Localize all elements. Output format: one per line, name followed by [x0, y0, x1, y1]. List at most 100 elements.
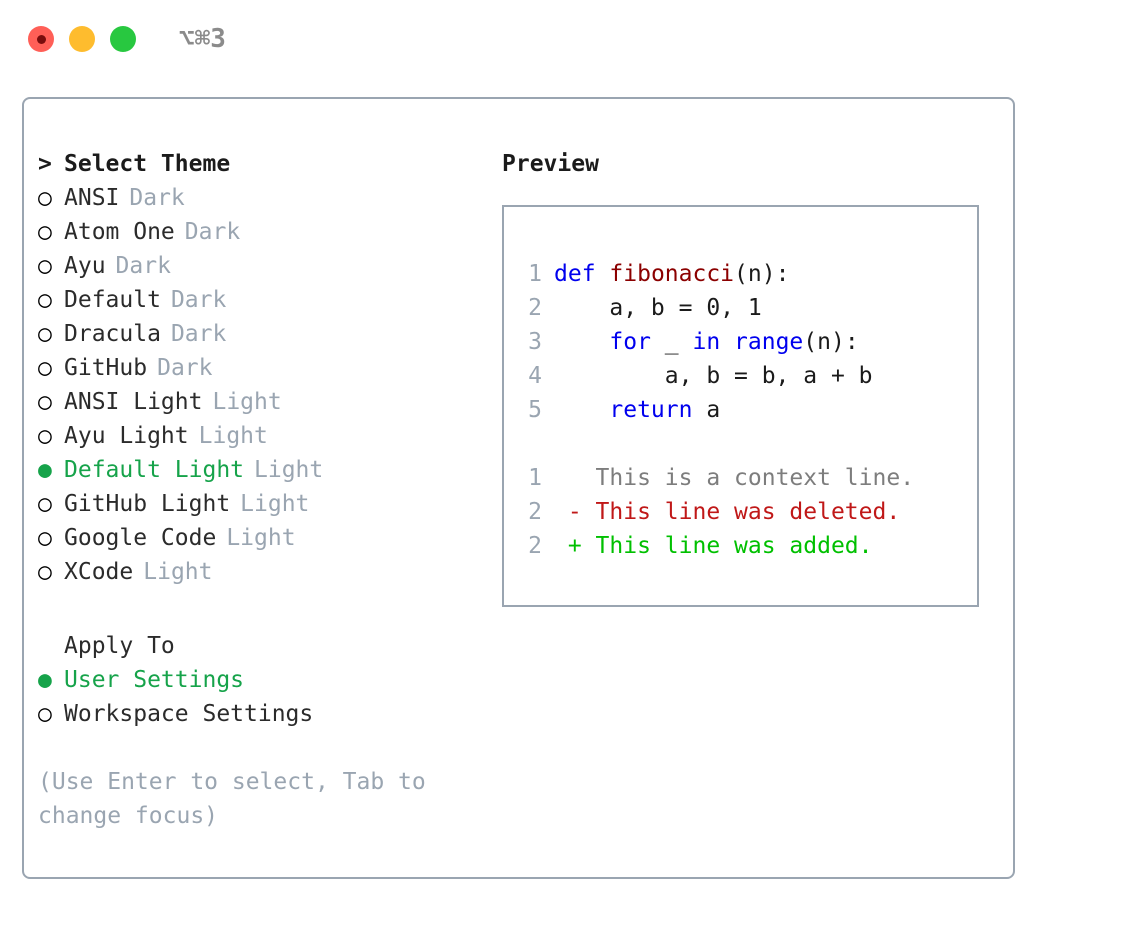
radio-selected-icon: ●	[38, 457, 52, 483]
line-number: 4	[528, 363, 542, 389]
theme-option-ansi[interactable]: ○ ANSI Dark	[38, 181, 498, 215]
theme-option-category: Dark	[157, 355, 213, 381]
theme-option-category: Light	[143, 559, 213, 585]
radio-unselected-icon: ○	[38, 185, 52, 211]
theme-option-ayu-light[interactable]: ○ Ayu Light Light	[38, 419, 498, 453]
preview-title: Preview	[502, 151, 599, 177]
code-line: 3 for _ in range(n):	[520, 325, 873, 359]
theme-option-github-light[interactable]: ○ GitHub Light Light	[38, 487, 498, 521]
diff-line: 2 + This line was added.	[520, 529, 914, 563]
page-title: Select Theme	[64, 151, 231, 177]
line-number: 2	[528, 499, 542, 525]
line-number: 1	[528, 261, 542, 287]
code-token: for	[609, 329, 651, 355]
code-token: a, b = b, a + b	[554, 363, 873, 389]
radio-selected-icon: ●	[38, 667, 52, 693]
code-token	[596, 261, 610, 287]
diff-sign: +	[554, 533, 582, 559]
theme-list-title: > Select Theme	[38, 147, 498, 181]
theme-option-label: Default Light	[64, 457, 245, 483]
theme-option-label: Ayu Light	[64, 423, 189, 449]
radio-unselected-icon: ○	[38, 525, 52, 551]
close-button[interactable]	[28, 26, 54, 52]
diff-text: This line was deleted.	[581, 499, 901, 525]
line-number: 2	[528, 295, 542, 321]
theme-option-label: XCode	[64, 559, 134, 585]
theme-option-label: ANSI	[64, 185, 120, 211]
code-token: in	[692, 329, 721, 355]
apply-to-option-user-settings[interactable]: ● User Settings	[38, 663, 498, 697]
code-token	[554, 329, 609, 355]
theme-option-category: Dark	[129, 185, 185, 211]
minimize-button[interactable]	[69, 26, 95, 52]
apply-to-options-list: ● User Settings ○ Workspace Settings	[38, 663, 498, 731]
line-number: 3	[528, 329, 542, 355]
radio-unselected-icon: ○	[38, 389, 52, 415]
code-token: (n):	[734, 261, 790, 287]
prompt-caret-icon: >	[38, 151, 52, 177]
code-line: 2 a, b = 0, 1	[520, 291, 873, 325]
diff-sample: 1 This is a context line. 2 - This line w…	[520, 461, 914, 563]
theme-option-ansi-light[interactable]: ○ ANSI Light Light	[38, 385, 498, 419]
diff-text: This is a context line.	[581, 465, 915, 491]
line-number: 1	[528, 465, 542, 491]
theme-option-category: Light	[254, 457, 324, 483]
maximize-button[interactable]	[110, 26, 136, 52]
theme-option-label: Google Code	[64, 525, 217, 551]
theme-option-category: Light	[226, 525, 296, 551]
theme-option-category: Dark	[115, 253, 171, 279]
radio-unselected-icon: ○	[38, 701, 52, 727]
theme-option-category: Light	[198, 423, 268, 449]
diff-line: 2 - This line was deleted.	[520, 495, 914, 529]
theme-option-label: Default	[64, 287, 161, 313]
code-token: return	[609, 397, 693, 423]
theme-option-ayu[interactable]: ○ Ayu Dark	[38, 249, 498, 283]
keyboard-hint: (Use Enter to select, Tab to change focu…	[38, 769, 426, 829]
close-icon	[36, 34, 46, 44]
line-number: 5	[528, 397, 542, 423]
radio-unselected-icon: ○	[38, 355, 52, 381]
theme-option-category: Light	[212, 389, 282, 415]
code-token: fibonacci	[609, 261, 735, 287]
code-line: 5 return a	[520, 393, 873, 427]
radio-unselected-icon: ○	[38, 491, 52, 517]
theme-option-label: Atom One	[64, 219, 175, 245]
code-token: a	[692, 397, 721, 423]
theme-option-default-light[interactable]: ● Default Light Light	[38, 453, 498, 487]
code-token: range	[734, 329, 804, 355]
code-token: (n):	[803, 329, 859, 355]
code-token: a, b = 0, 1	[554, 295, 762, 321]
code-token	[554, 397, 609, 423]
theme-option-label: GitHub Light	[64, 491, 231, 517]
theme-option-label: Dracula	[64, 321, 161, 347]
diff-text: This line was added.	[581, 533, 873, 559]
theme-option-label: ANSI Light	[64, 389, 203, 415]
diff-sign: -	[554, 499, 582, 525]
apply-to-option-label: User Settings	[64, 667, 245, 693]
theme-option-category: Dark	[170, 287, 227, 313]
theme-option-label: Ayu	[64, 253, 106, 279]
code-line: 4 a, b = b, a + b	[520, 359, 873, 393]
radio-unselected-icon: ○	[38, 423, 52, 449]
code-token	[720, 329, 734, 355]
apply-to-option-workspace-settings[interactable]: ○ Workspace Settings	[38, 697, 498, 731]
theme-option-category: Light	[240, 491, 310, 517]
apply-to-option-label: Workspace Settings	[64, 701, 314, 727]
radio-unselected-icon: ○	[38, 219, 52, 245]
keyboard-shortcut-label: ⌥⌘3	[179, 24, 226, 54]
title-bar: ⌥⌘3	[0, 0, 1140, 78]
theme-option-google-code[interactable]: ○ Google Code Light	[38, 521, 498, 555]
radio-unselected-icon: ○	[38, 253, 52, 279]
